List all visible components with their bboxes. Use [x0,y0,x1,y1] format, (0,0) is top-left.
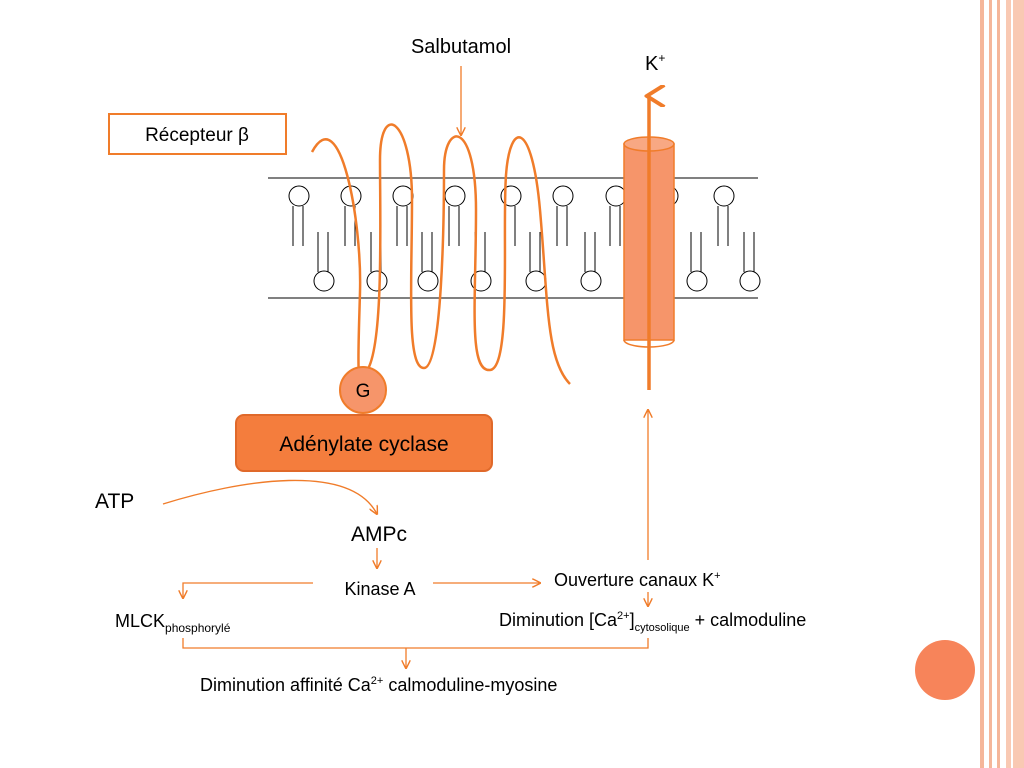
diminution-affinite-superscript: 2+ [371,675,384,687]
lipid-bottom [580,232,602,292]
mlck-label: MLCKphosphorylé [115,611,231,635]
atp-label: ATP [95,490,134,513]
lipid-top [552,185,574,246]
kinase-a-label: Kinase A [344,579,415,599]
lipid-bottom [313,232,335,292]
receptor-label-box [108,113,287,155]
diminution-ca-label: Diminution [Ca2+]cytosolique + calmoduli… [499,610,806,634]
diminution-ca-subscript: cytosolique [635,622,690,634]
atp-to-ampc-arrow [162,479,377,514]
lipid-bottom [417,232,439,292]
lipid-bottom [686,232,708,292]
k-plus-label: K+ [645,51,665,75]
diminution-affinite-text-1: Diminution affinité Ca [200,675,372,695]
adenylate-cyclase-box [235,414,493,472]
diminution-ca-text-3: + calmoduline [690,610,807,630]
adenylate-cyclase-label: Adénylate cyclase [279,433,448,456]
lipid-bottom [739,232,761,292]
diminution-ca-superscript: 2+ [617,610,630,622]
k-plus-superscript: + [658,51,665,65]
lipid-top [444,185,466,246]
diminution-affinite-text-2: calmoduline-myosine [383,675,557,695]
kinase-to-mlck-arrow [183,582,313,598]
lipid-bottom [366,232,388,292]
ampc-label: AMPc [351,523,407,546]
mlck-subscript: phosphorylé [165,621,231,635]
g-protein-label: G [356,381,371,402]
lipid-top [605,185,627,246]
diminution-affinite-label: Diminution affinité Ca2+ calmoduline-myo… [200,675,557,695]
diminution-ca-text-1: Diminution [Ca [499,610,618,630]
mlck-text: MLCK [115,611,165,631]
right-border-decoration [980,0,1024,768]
lipid-top [288,185,310,246]
decorative-circle [915,640,975,700]
k-plus-text: K [645,53,659,75]
diminution-ca-text-2: ] [630,610,635,630]
ouverture-text: Ouverture canaux K [554,570,714,590]
salbutamol-label: Salbutamol [411,36,511,58]
ouverture-label: Ouverture canaux K+ [554,570,721,590]
beta-receptor-serpentine [310,123,571,385]
ouverture-superscript: + [714,570,720,582]
lipid-top [713,185,735,246]
lipid-top [392,185,414,246]
g-protein-circle [339,366,387,414]
combine-bracket [182,638,649,649]
receptor-label: Récepteur β [145,125,249,146]
